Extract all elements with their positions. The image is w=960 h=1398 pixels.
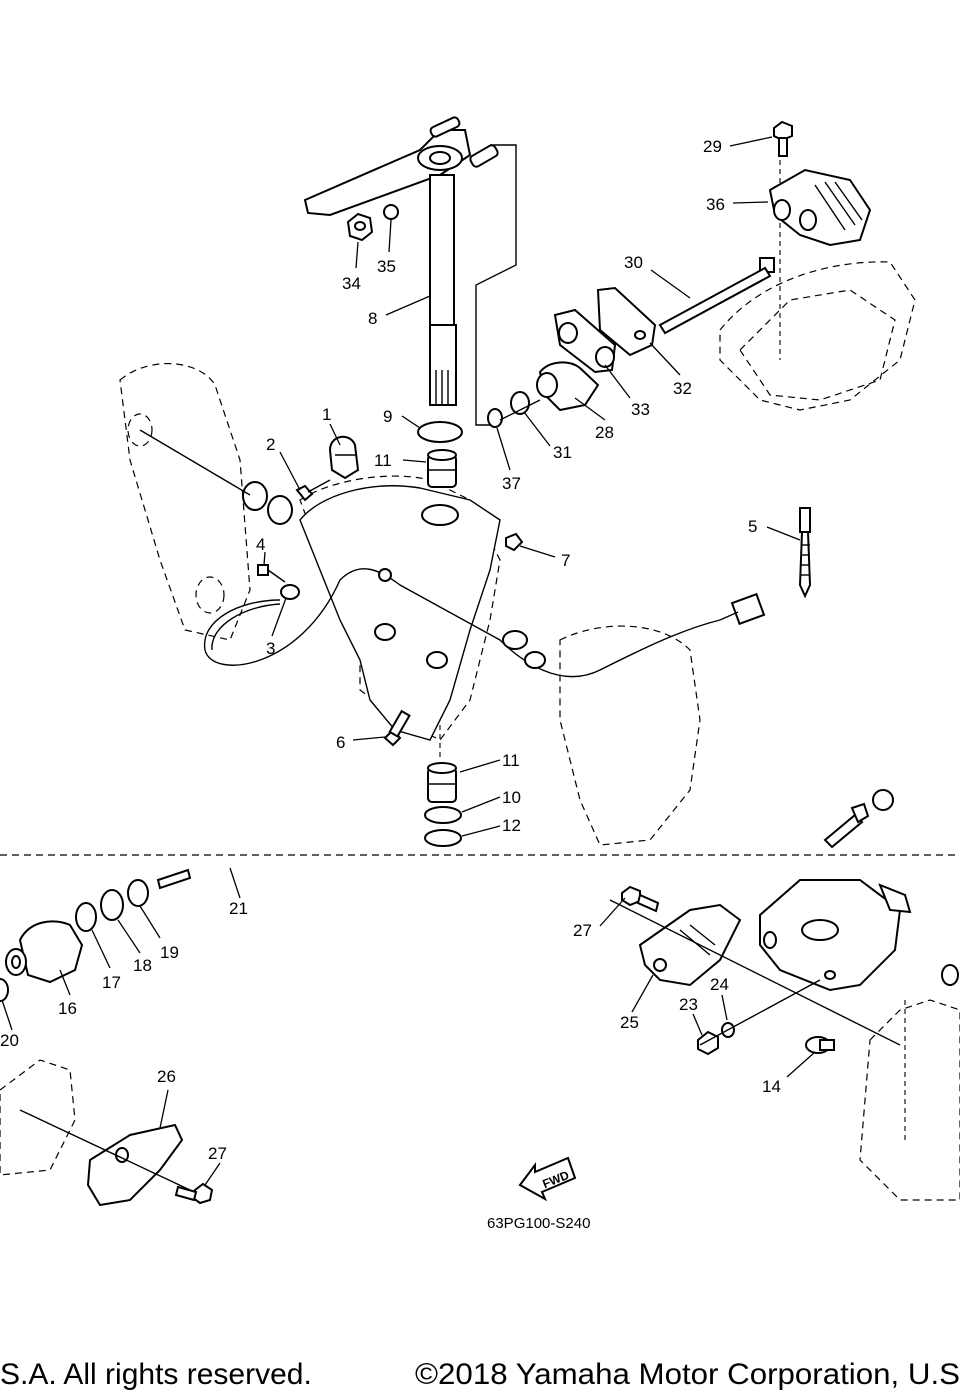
leader-lines: [1, 136, 816, 1186]
callout-34: 34: [342, 274, 361, 293]
washer-37: [487, 408, 503, 428]
callout-18: 18: [133, 956, 152, 975]
wire-harness: [204, 568, 766, 678]
grommet: [242, 481, 268, 511]
bushing-11-upper: [427, 449, 457, 488]
bolt-21: [156, 868, 192, 890]
callout-14: 14: [762, 1077, 781, 1096]
fwd-arrow: FWD: [518, 1156, 577, 1202]
rubber-mount-16: [5, 920, 84, 984]
callout-31: 31: [553, 443, 572, 462]
callout-1: 1: [322, 405, 331, 424]
callout-30: 30: [624, 253, 643, 272]
callout-25: 25: [620, 1013, 639, 1032]
callout-7: 7: [561, 551, 570, 570]
callout-5: 5: [748, 517, 757, 536]
callout-20: 20: [0, 1031, 19, 1050]
bracket-ghost-outline: [0, 261, 960, 1201]
washer-19: [127, 879, 149, 907]
callout-21: 21: [229, 899, 248, 918]
steering-arm: [303, 116, 499, 217]
bolt-29: [773, 120, 793, 157]
plate-33: [553, 308, 617, 374]
washer-17: [75, 902, 97, 932]
callout-33: 33: [631, 400, 650, 419]
bolt-upper-right: [823, 789, 894, 849]
callout-35: 35: [377, 257, 396, 276]
nut-34: [346, 212, 374, 242]
callout-8: 8: [368, 309, 377, 328]
footer-rights: S.A. All rights reserved.: [0, 1358, 312, 1391]
footer-copyright: ©2018 Yamaha Motor Corporation, U.S: [415, 1358, 960, 1391]
cable-tie-5: [798, 507, 812, 599]
callout-16: 16: [58, 999, 77, 1018]
callout-11-lower: 11: [502, 751, 520, 770]
swivel-bracket: [299, 485, 501, 741]
washer-far-right: [941, 964, 959, 986]
callout-17: 17: [102, 973, 121, 992]
callout-27-left: 27: [208, 1144, 227, 1163]
housing-lower-right: [759, 879, 912, 992]
bracket-3: [280, 584, 300, 600]
callout-labels: 29 36 30 32 33 28 31 37 34 35 8 9 11 1 2…: [0, 137, 781, 1163]
nut-23: [697, 1030, 719, 1056]
callout-10: 10: [502, 788, 521, 807]
callout-2: 2: [266, 435, 275, 454]
rubber-mount-28: [536, 361, 600, 412]
callout-32: 32: [673, 379, 692, 398]
callout-9: 9: [383, 407, 392, 426]
bolt-27-right: [621, 885, 660, 913]
assembly-lines: [19, 399, 901, 1191]
o-ring-12: [424, 829, 462, 847]
washer-18: [100, 889, 124, 921]
bolt-6: [383, 709, 411, 747]
cover-25: [638, 903, 742, 987]
callout-24: 24: [710, 975, 729, 994]
callout-27-right: 27: [573, 921, 592, 940]
o-ring-10: [424, 806, 462, 824]
nut-7: [505, 532, 524, 552]
callout-28: 28: [595, 423, 614, 442]
callout-3: 3: [266, 639, 275, 658]
washer-9: [417, 421, 463, 443]
bolt-2: [295, 479, 331, 502]
washer-20: [0, 978, 9, 1002]
clamp-1: [328, 435, 360, 480]
callout-19: 19: [160, 943, 179, 962]
cover-26: [86, 1123, 184, 1207]
callout-37: 37: [502, 474, 521, 493]
diagram-code: 63PG100-S240: [487, 1215, 590, 1232]
callout-11-upper: 11: [374, 451, 392, 470]
bolt-27-left: [174, 1182, 214, 1205]
callout-6: 6: [336, 733, 345, 752]
steering-shaft: [429, 174, 457, 406]
bolt-4: [257, 564, 286, 583]
mount-cover-36: [768, 168, 872, 247]
callout-4: 4: [256, 535, 265, 554]
callout-36: 36: [706, 195, 725, 214]
bushing-11-lower: [427, 762, 457, 803]
bushing-left: [267, 495, 293, 525]
callout-29: 29: [703, 137, 722, 156]
callout-12: 12: [502, 816, 521, 835]
washer-35: [383, 204, 399, 220]
clip-14: [805, 1036, 835, 1054]
bolt-30: [658, 257, 775, 335]
callout-26: 26: [157, 1067, 176, 1086]
callout-23: 23: [679, 995, 698, 1014]
